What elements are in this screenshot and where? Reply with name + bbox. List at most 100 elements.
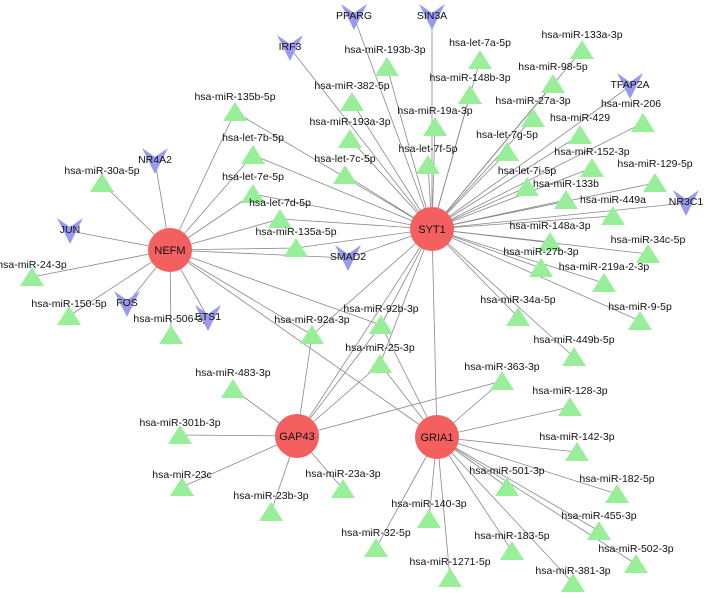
- mirna-triangle: [423, 117, 447, 136]
- mirna-node[interactable]: hsa-miR-98-5p: [518, 61, 588, 93]
- mirna-node[interactable]: hsa-miR-92b-3p: [343, 303, 419, 334]
- tf-chevron: [341, 4, 367, 30]
- mirna-node[interactable]: hsa-miR-92a-3p: [274, 314, 350, 344]
- mirna-node[interactable]: hsa-miR-23c: [152, 469, 212, 496]
- mirna-node[interactable]: hsa-miR-501-3p: [469, 465, 545, 496]
- hub-gene-node[interactable]: NEFM: [148, 228, 192, 272]
- hub-gene-node[interactable]: GRIA1: [415, 415, 459, 459]
- mirna-node[interactable]: hsa-miR-382-5p: [314, 80, 390, 111]
- mirna-node[interactable]: hsa-miR-301b-3p: [139, 417, 221, 444]
- mirna-node[interactable]: hsa-miR-502-3p: [598, 543, 674, 573]
- mirna-node[interactable]: hsa-let-7d-5p: [249, 197, 311, 228]
- tf-node[interactable]: SIN3A: [417, 4, 447, 30]
- mirna-triangle: [587, 521, 611, 540]
- mirna-node[interactable]: hsa-miR-27b-3p: [503, 246, 579, 277]
- mirna-triangle: [331, 479, 355, 498]
- mirna-triangle: [495, 477, 519, 496]
- mirna-node[interactable]: hsa-miR-23b-3p: [233, 490, 309, 521]
- tf-chevron: [195, 305, 221, 331]
- tf-node[interactable]: IRF3: [277, 35, 303, 61]
- mirna-node[interactable]: hsa-miR-32-5p: [341, 527, 411, 557]
- mirna-node[interactable]: hsa-miR-148b-3p: [429, 72, 511, 104]
- mirna-node[interactable]: hsa-let-7f-5p: [399, 143, 458, 174]
- mirna-node[interactable]: hsa-miR-34c-5p: [611, 234, 686, 263]
- mirna-node[interactable]: hsa-miR-9-5p: [608, 301, 672, 330]
- tf-node[interactable]: NR4A2: [138, 148, 172, 174]
- mirna-triangle: [568, 125, 592, 144]
- mirna-node[interactable]: hsa-let-7i-5p: [498, 165, 557, 196]
- tf-node[interactable]: TFAP2A: [610, 73, 650, 99]
- mirna-node[interactable]: hsa-miR-455-3p: [561, 510, 637, 540]
- mirna-node[interactable]: hsa-miR-128-3p: [532, 385, 608, 416]
- mirna-node[interactable]: hsa-miR-148a-3p: [509, 220, 591, 251]
- mirna-node[interactable]: hsa-let-7e-5p: [222, 171, 284, 203]
- tf-node[interactable]: ETS1: [195, 305, 221, 331]
- mirna-label: hsa-let-7b-5p: [222, 132, 284, 144]
- edge-SYT1-m148b3p: [431, 94, 471, 230]
- mirna-triangle: [561, 573, 585, 592]
- mirna-node[interactable]: hsa-miR-1271-5p: [409, 556, 491, 587]
- edge-SYT1-m133b: [431, 199, 567, 230]
- mirna-node[interactable]: hsa-miR-27a-3p: [495, 95, 571, 127]
- mirna-label: hsa-miR-506-3p: [133, 313, 208, 325]
- mirna-label: hsa-miR-140-3p: [391, 498, 466, 510]
- mirna-triangle: [565, 442, 589, 461]
- edge-SYT1-PPARG: [353, 16, 433, 230]
- edge-NEFM-m92a3p: [169, 249, 313, 336]
- mirna-node[interactable]: hsa-miR-506-3p: [133, 313, 209, 344]
- mirna-node[interactable]: hsa-miR-133b: [533, 178, 599, 209]
- mirna-node[interactable]: hsa-miR-206: [601, 98, 661, 132]
- edge-SYT1-m449b5p: [431, 228, 575, 358]
- edge-SYT1-let7b5p: [252, 154, 433, 230]
- mirna-node[interactable]: hsa-miR-363-3p: [464, 361, 540, 390]
- mirna-node[interactable]: hsa-miR-23a-3p: [305, 468, 381, 498]
- mirna-node[interactable]: hsa-miR-34a-5p: [480, 294, 556, 326]
- mirna-node[interactable]: hsa-miR-30a-5p: [64, 165, 140, 192]
- tf-node[interactable]: SMAD2: [330, 245, 366, 271]
- tf-node[interactable]: NR3C1: [669, 190, 704, 216]
- mirna-node[interactable]: hsa-miR-24-3p: [0, 259, 67, 286]
- mirna-label: hsa-miR-23a-3p: [305, 468, 380, 480]
- mirna-node[interactable]: hsa-let-7g-5p: [476, 129, 538, 161]
- mirna-node[interactable]: hsa-let-7b-5p: [222, 132, 284, 164]
- mirna-node[interactable]: hsa-miR-381-3p: [535, 565, 611, 592]
- hub-circle: [415, 415, 459, 459]
- mirna-node[interactable]: hsa-miR-135b-5p: [194, 91, 276, 121]
- mirna-node[interactable]: hsa-let-7c-5p: [314, 153, 376, 184]
- mirna-node[interactable]: hsa-miR-135a-5p: [255, 226, 337, 257]
- mirna-triangle: [241, 184, 265, 203]
- mirna-node[interactable]: hsa-miR-19a-3p: [397, 105, 473, 136]
- mirna-node[interactable]: hsa-miR-449a: [580, 194, 646, 225]
- mirna-label: hsa-miR-382-5p: [314, 80, 389, 92]
- hub-gene-node[interactable]: SYT1: [410, 207, 454, 251]
- tf-node[interactable]: FOS: [114, 291, 140, 317]
- mirna-node[interactable]: hsa-miR-133a-3p: [541, 29, 623, 59]
- mirna-label: hsa-miR-24-3p: [0, 259, 67, 271]
- mirna-triangle: [369, 315, 393, 334]
- mirna-node[interactable]: hsa-miR-483-3p: [195, 367, 271, 398]
- mirna-node[interactable]: hsa-miR-129-5p: [617, 158, 693, 192]
- hub-gene-node[interactable]: GAP43: [275, 414, 319, 458]
- mirna-label: hsa-miR-1271-5p: [409, 556, 490, 568]
- node-layer: hsa-miR-133a-3p hsa-let-7a-5p hsa-miR-193b…: [0, 4, 703, 592]
- edge-SYT1-m449a: [431, 215, 614, 230]
- mirna-node[interactable]: hsa-miR-449b-5p: [533, 334, 615, 366]
- mirna-node[interactable]: hsa-miR-140-3p: [391, 498, 467, 528]
- tf-node[interactable]: JUN: [57, 218, 83, 244]
- mirna-triangle: [624, 554, 648, 573]
- mirna-node[interactable]: hsa-miR-429: [550, 112, 610, 144]
- mirna-triangle: [417, 509, 441, 528]
- mirna-node[interactable]: hsa-let-7a-5p: [449, 37, 511, 69]
- mirna-label: hsa-miR-135a-5p: [255, 226, 336, 238]
- mirna-node[interactable]: hsa-miR-193a-3p: [309, 116, 391, 148]
- tf-node[interactable]: PPARG: [336, 4, 372, 30]
- mirna-node[interactable]: hsa-miR-25-3p: [345, 342, 415, 373]
- mirna-node[interactable]: hsa-miR-142-3p: [539, 431, 615, 461]
- mirna-node[interactable]: hsa-miR-182-5p: [579, 473, 655, 503]
- mirna-node[interactable]: hsa-miR-193b-3p: [344, 44, 426, 76]
- mirna-node[interactable]: hsa-miR-150-5p: [31, 298, 107, 325]
- mirna-node[interactable]: hsa-miR-152-3p: [554, 146, 630, 177]
- mirna-node[interactable]: hsa-miR-183-5p: [474, 530, 550, 560]
- mirna-node[interactable]: hsa-miR-219a-2-3p: [559, 261, 650, 292]
- mirna-label: hsa-let-7g-5p: [476, 129, 538, 141]
